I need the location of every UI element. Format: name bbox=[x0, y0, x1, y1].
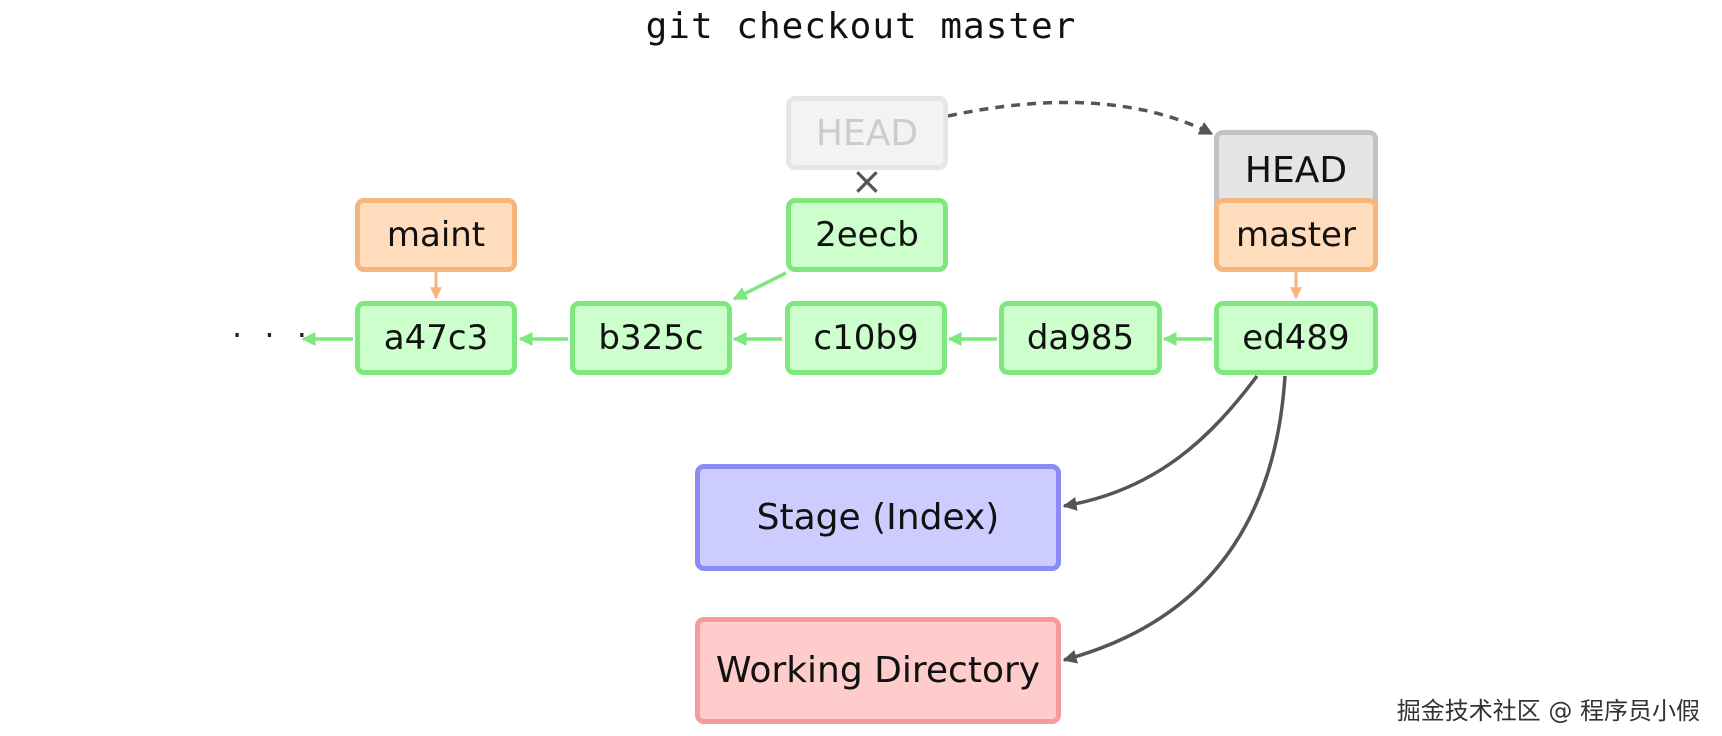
stage-index-area: Stage (Index) bbox=[695, 464, 1061, 571]
checkout-to-stage-arrow bbox=[1062, 374, 1259, 511]
diagram-title: git checkout master bbox=[645, 6, 1077, 47]
commit-c10b9: c10b9 bbox=[785, 301, 947, 375]
commit-ed489: ed489 bbox=[1214, 301, 1378, 375]
branch-label-master: master bbox=[1214, 198, 1378, 272]
working-directory-area: Working Directory bbox=[695, 617, 1061, 724]
head-move-arrow bbox=[947, 100, 1214, 136]
commit-b325c: b325c bbox=[570, 301, 732, 375]
commit-2eecb: 2eecb bbox=[786, 198, 948, 272]
parent-link-2eecb-b325c bbox=[732, 271, 787, 301]
watermark: 掘金技术社区 @ 程序员小假 bbox=[1396, 697, 1700, 725]
checkout-to-workdir-arrow bbox=[1062, 375, 1287, 664]
previous-head-label: HEAD bbox=[786, 96, 948, 170]
detached-cross-mark: × bbox=[851, 159, 883, 203]
commit-a47c3: a47c3 bbox=[355, 301, 517, 375]
history-continuation-ellipsis: · · · bbox=[232, 316, 313, 354]
branch-label-maint: maint bbox=[355, 198, 517, 272]
commit-da985: da985 bbox=[999, 301, 1162, 375]
